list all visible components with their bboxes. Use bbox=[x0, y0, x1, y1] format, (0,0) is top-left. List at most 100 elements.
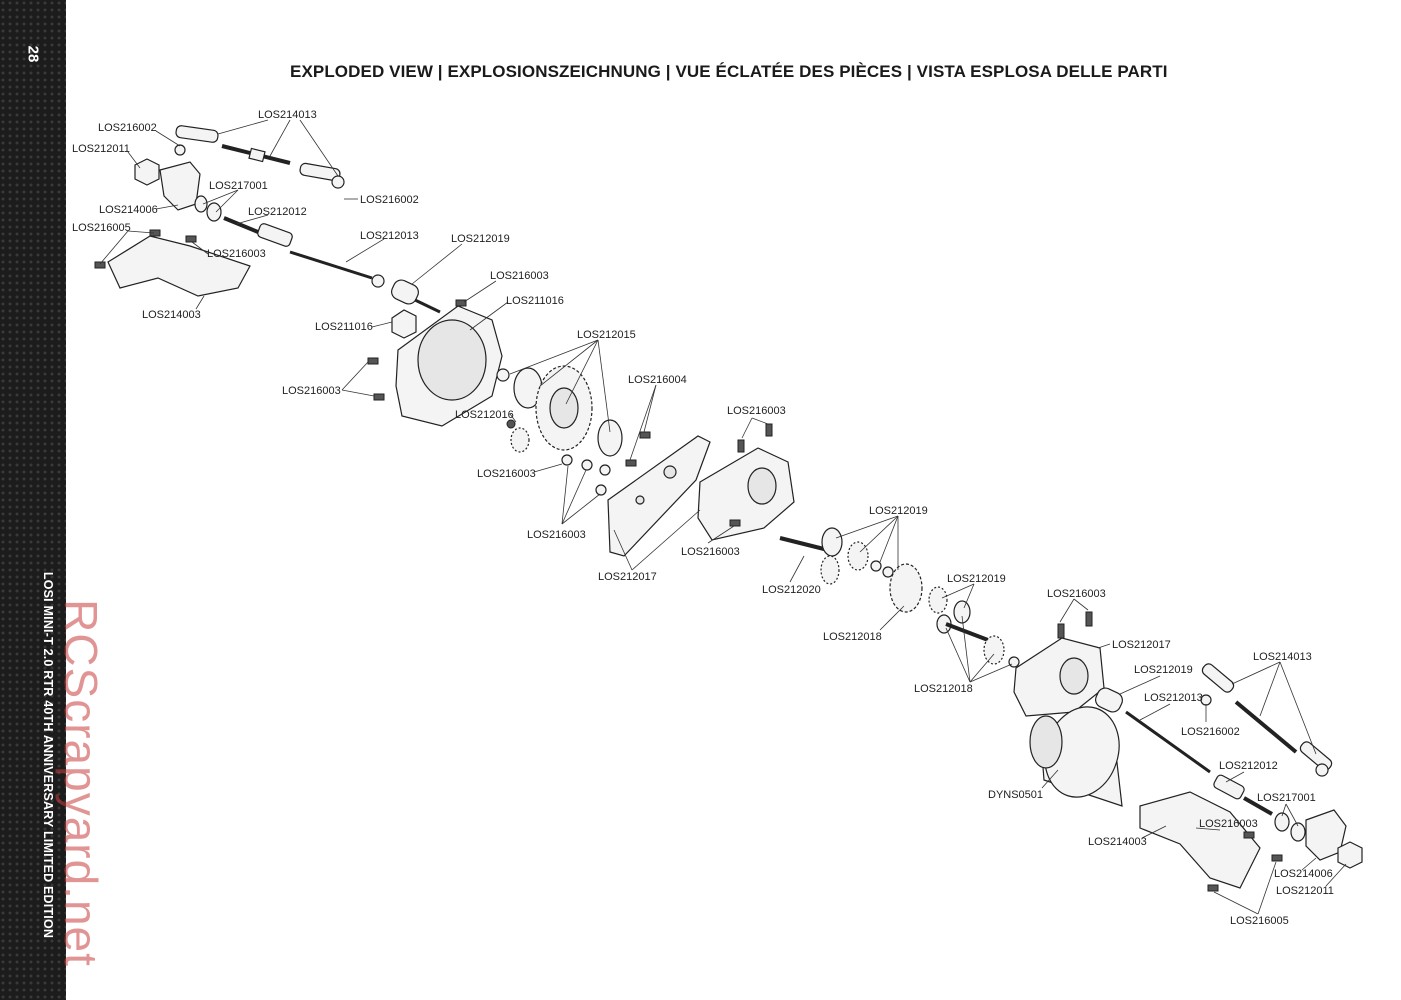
washer bbox=[581, 459, 593, 471]
washer bbox=[561, 454, 573, 466]
diff-gear bbox=[882, 566, 894, 578]
stub-axle bbox=[223, 216, 259, 234]
part-label: LOS214013 bbox=[1253, 651, 1312, 663]
part-label: LOS212017 bbox=[1112, 639, 1171, 651]
part-label: LOS216003 bbox=[681, 546, 740, 558]
screw bbox=[94, 261, 106, 269]
stub-axle bbox=[1243, 796, 1273, 816]
part-label: LOS212019 bbox=[451, 233, 510, 245]
spur-gear-hub bbox=[549, 387, 579, 429]
driveshaft-end bbox=[371, 274, 385, 288]
ball-stud bbox=[331, 175, 345, 189]
slipper-plate bbox=[597, 419, 623, 457]
nut bbox=[496, 368, 510, 382]
rod-end bbox=[1299, 741, 1333, 771]
outdrive bbox=[391, 279, 419, 305]
part-label: LOS214013 bbox=[258, 109, 317, 121]
screw bbox=[1207, 884, 1219, 892]
part-label: LOS212020 bbox=[762, 584, 821, 596]
screw bbox=[373, 393, 385, 401]
rod-end bbox=[299, 162, 341, 182]
screw bbox=[765, 423, 773, 437]
drive-cup bbox=[1213, 774, 1245, 800]
diff-gear bbox=[928, 586, 948, 614]
bearing bbox=[953, 600, 971, 624]
leader-lines bbox=[99, 119, 1347, 915]
part-label: LOS216003 bbox=[207, 248, 266, 260]
part-label: LOS214003 bbox=[1088, 836, 1147, 848]
part-label: LOS211016 bbox=[315, 321, 373, 333]
part-label: LOS216005 bbox=[72, 222, 131, 234]
shaft bbox=[945, 622, 989, 642]
pinion-gear bbox=[510, 427, 530, 453]
screw bbox=[1243, 831, 1255, 839]
screw bbox=[1271, 854, 1283, 862]
ball-stud bbox=[1315, 763, 1329, 777]
part-label: LOS211016 bbox=[506, 295, 564, 307]
gearbox-half bbox=[697, 447, 795, 541]
part-label: LOS212013 bbox=[1144, 692, 1203, 704]
part-label: LOS216002 bbox=[1181, 726, 1240, 738]
parts-drawing bbox=[94, 125, 1363, 892]
part-label: DYNS0501 bbox=[988, 789, 1043, 801]
plate-hole bbox=[635, 495, 645, 505]
part-label: LOS212012 bbox=[1219, 760, 1278, 772]
suspension-arm bbox=[1139, 791, 1261, 889]
part-label: LOS216003 bbox=[727, 405, 786, 417]
bearing bbox=[1274, 812, 1290, 832]
bearing bbox=[1290, 822, 1306, 842]
diff-gear bbox=[870, 560, 882, 572]
part-label: LOS217001 bbox=[209, 180, 268, 192]
plate-hole bbox=[663, 465, 677, 479]
screw bbox=[1057, 623, 1065, 639]
part-label: LOS216003 bbox=[1047, 588, 1106, 600]
rod-end bbox=[175, 125, 219, 143]
part-label: LOS212017 bbox=[598, 571, 657, 583]
outdrive bbox=[1095, 687, 1123, 713]
sidebar-strip: 28 LOSI MINI-T 2.0 RTR 40TH ANNIVERSARY … bbox=[0, 0, 66, 1000]
part-label: LOS212013 bbox=[360, 230, 419, 242]
bevel-gear bbox=[847, 541, 869, 571]
pin bbox=[625, 459, 637, 467]
page-title: EXPLODED VIEW | EXPLOSIONSZEICHNUNG | VU… bbox=[290, 62, 1168, 81]
part-callouts: LOS214013 LOS216002 LOS212011 LOS217001 … bbox=[72, 109, 1334, 927]
front-hub bbox=[159, 161, 201, 211]
part-label: LOS212019 bbox=[869, 505, 928, 517]
bearing bbox=[194, 195, 208, 213]
gearbox-half bbox=[1013, 637, 1105, 717]
ball-stud bbox=[174, 144, 186, 156]
screw bbox=[455, 299, 467, 307]
part-label: LOS214003 bbox=[142, 309, 201, 321]
part-label: LOS216004 bbox=[628, 374, 687, 386]
driveshaft bbox=[289, 250, 373, 280]
axle-nut bbox=[134, 158, 160, 186]
part-label: LOS216003 bbox=[490, 270, 549, 282]
washer bbox=[595, 484, 607, 496]
suspension-arm bbox=[107, 235, 251, 297]
axle-nut bbox=[1337, 841, 1363, 869]
screw bbox=[1085, 611, 1093, 627]
part-label: LOS216002 bbox=[98, 122, 157, 134]
motor-plate bbox=[607, 435, 711, 557]
rod-end bbox=[1201, 663, 1235, 693]
diff-ring-gear bbox=[889, 563, 923, 613]
turnbuckle-hex bbox=[248, 147, 266, 163]
screw bbox=[185, 235, 197, 243]
part-label: LOS212011 bbox=[1276, 885, 1334, 897]
gearbox-bearing-seat bbox=[1059, 657, 1089, 695]
part-label: LOS216002 bbox=[360, 194, 419, 206]
part-label: LOS212018 bbox=[914, 683, 973, 695]
bearing bbox=[206, 202, 222, 222]
part-label: LOS216003 bbox=[477, 468, 536, 480]
washer bbox=[599, 464, 611, 476]
part-label: LOS212018 bbox=[823, 631, 882, 643]
part-label: LOS216003 bbox=[527, 529, 586, 541]
part-label: LOS216005 bbox=[1230, 915, 1289, 927]
part-label: LOS212011 bbox=[72, 143, 130, 155]
screw bbox=[729, 519, 741, 527]
bearing bbox=[821, 527, 843, 557]
part-label: LOS216003 bbox=[282, 385, 341, 397]
drive-cup bbox=[257, 223, 293, 247]
part-label: LOS212015 bbox=[577, 329, 636, 341]
